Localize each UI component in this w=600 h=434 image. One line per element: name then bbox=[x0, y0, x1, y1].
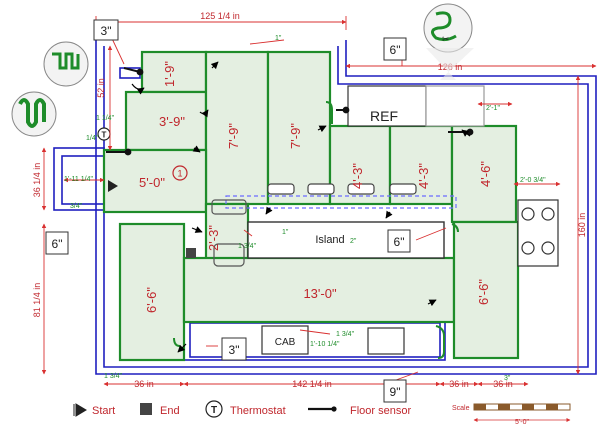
sink bbox=[367, 327, 405, 355]
legend-thermostat-icon bbox=[205, 400, 223, 418]
svg-text:4'-3": 4'-3" bbox=[350, 163, 365, 189]
cooktop bbox=[517, 199, 559, 267]
legend-floor-sensor-label: Floor sensor bbox=[350, 405, 411, 417]
svg-text:6'-6": 6'-6" bbox=[144, 287, 159, 313]
svg-text:1 3/4": 1 3/4" bbox=[336, 331, 355, 338]
svg-text:1/4": 1/4" bbox=[86, 135, 99, 142]
scale-bar: Scale 5'-0" bbox=[452, 403, 571, 426]
svg-text:1'-9": 1'-9" bbox=[162, 61, 177, 87]
cab-label: CAB bbox=[275, 337, 296, 348]
svg-text:T: T bbox=[211, 405, 217, 416]
mat-6-6-b bbox=[452, 220, 520, 360]
svg-text:3'-9": 3'-9" bbox=[159, 114, 185, 129]
svg-text:6": 6" bbox=[394, 235, 405, 249]
svg-text:1 1/4": 1 1/4" bbox=[96, 115, 115, 122]
svg-text:3/4": 3/4" bbox=[70, 203, 83, 210]
svg-text:✂: ✂ bbox=[442, 34, 450, 44]
cab bbox=[261, 325, 309, 355]
svg-text:3": 3" bbox=[504, 375, 511, 382]
circle-1-marker bbox=[172, 165, 188, 181]
svg-text:6'-6": 6'-6" bbox=[476, 279, 491, 305]
svg-text:3": 3" bbox=[101, 24, 112, 38]
mat-labels: 1'-9" 3'-9" 7'-9" 7'-9" 5'-0" 4'-3" 4'-3… bbox=[139, 61, 493, 313]
refrigerator bbox=[347, 85, 427, 127]
svg-text:81 1/4 in: 81 1/4 in bbox=[32, 283, 42, 318]
detail-circle-left bbox=[11, 41, 89, 137]
svg-text:36 in: 36 in bbox=[449, 379, 469, 389]
svg-text:160 in: 160 in bbox=[577, 213, 587, 238]
svg-text:Scale: Scale bbox=[452, 405, 470, 412]
svg-text:36 1/4 in: 36 1/4 in bbox=[32, 163, 42, 198]
svg-text:T: T bbox=[102, 131, 107, 140]
legend-end-icon bbox=[140, 403, 152, 415]
svg-text:4'-3": 4'-3" bbox=[416, 163, 431, 189]
legend-start-label: Start bbox=[92, 405, 115, 417]
svg-text:36 in: 36 in bbox=[134, 379, 154, 389]
svg-text:36 in: 36 in bbox=[493, 379, 513, 389]
svg-text:6": 6" bbox=[390, 43, 401, 57]
svg-text:5'-0": 5'-0" bbox=[139, 175, 165, 190]
ref-label: REF bbox=[370, 108, 398, 124]
svg-text:125 1/4 in: 125 1/4 in bbox=[200, 11, 240, 21]
legend-end-label: End bbox=[160, 405, 180, 417]
svg-text:1 3/4": 1 3/4" bbox=[104, 373, 123, 380]
svg-text:6": 6" bbox=[52, 237, 63, 251]
dimension-lines bbox=[41, 16, 597, 387]
legend: Start End T Thermostat Floor sensor bbox=[73, 400, 411, 418]
svg-text:1": 1" bbox=[282, 229, 289, 236]
svg-text:2'-0 3/4": 2'-0 3/4" bbox=[520, 177, 546, 184]
mat-6-6-a bbox=[118, 222, 186, 362]
svg-text:4'-6": 4'-6" bbox=[478, 161, 493, 187]
svg-text:7'-9": 7'-9" bbox=[288, 123, 303, 149]
legend-thermostat-label: Thermostat bbox=[230, 405, 286, 417]
svg-text:2'-3": 2'-3" bbox=[206, 225, 221, 251]
callout-boxes: 3" 6" 6" 6" 3" 9" bbox=[45, 19, 411, 403]
mat-4-6 bbox=[450, 124, 518, 224]
svg-text:1 3/4": 1 3/4" bbox=[238, 243, 257, 250]
fixtures bbox=[211, 85, 559, 355]
svg-text:7'-9": 7'-9" bbox=[226, 123, 241, 149]
svg-text:13'-0": 13'-0" bbox=[303, 286, 337, 301]
svg-text:52 in: 52 in bbox=[96, 78, 106, 98]
mat-5-0 bbox=[102, 148, 208, 214]
small-dimension-labels: 1" 1/4" 1 1/4" 1'-11 1/4" 3/4" 1 3/4" 1 … bbox=[64, 35, 546, 382]
svg-text:1'-10 1/4": 1'-10 1/4" bbox=[310, 341, 340, 348]
svg-text:3": 3" bbox=[229, 343, 240, 357]
svg-text:2": 2" bbox=[350, 238, 357, 245]
svg-text:9": 9" bbox=[390, 385, 401, 399]
legend-floor-sensor-icon bbox=[331, 406, 337, 412]
svg-text:1": 1" bbox=[275, 35, 282, 42]
detail-circle-top-right: ✂ bbox=[423, 3, 474, 80]
svg-text:1: 1 bbox=[177, 169, 182, 179]
heating-mats bbox=[102, 50, 520, 362]
end-marker bbox=[186, 248, 196, 258]
start-marker bbox=[108, 180, 118, 192]
legend-start-icon bbox=[73, 403, 87, 417]
island bbox=[247, 221, 445, 259]
svg-text:142 1/4 in: 142 1/4 in bbox=[292, 379, 332, 389]
island-label: Island bbox=[315, 234, 344, 246]
svg-text:5'-0": 5'-0" bbox=[515, 419, 529, 426]
svg-text:1'-11 1/4": 1'-11 1/4" bbox=[64, 176, 94, 183]
mat-13-0 bbox=[182, 256, 456, 324]
svg-text:2'-1": 2'-1" bbox=[486, 105, 500, 112]
